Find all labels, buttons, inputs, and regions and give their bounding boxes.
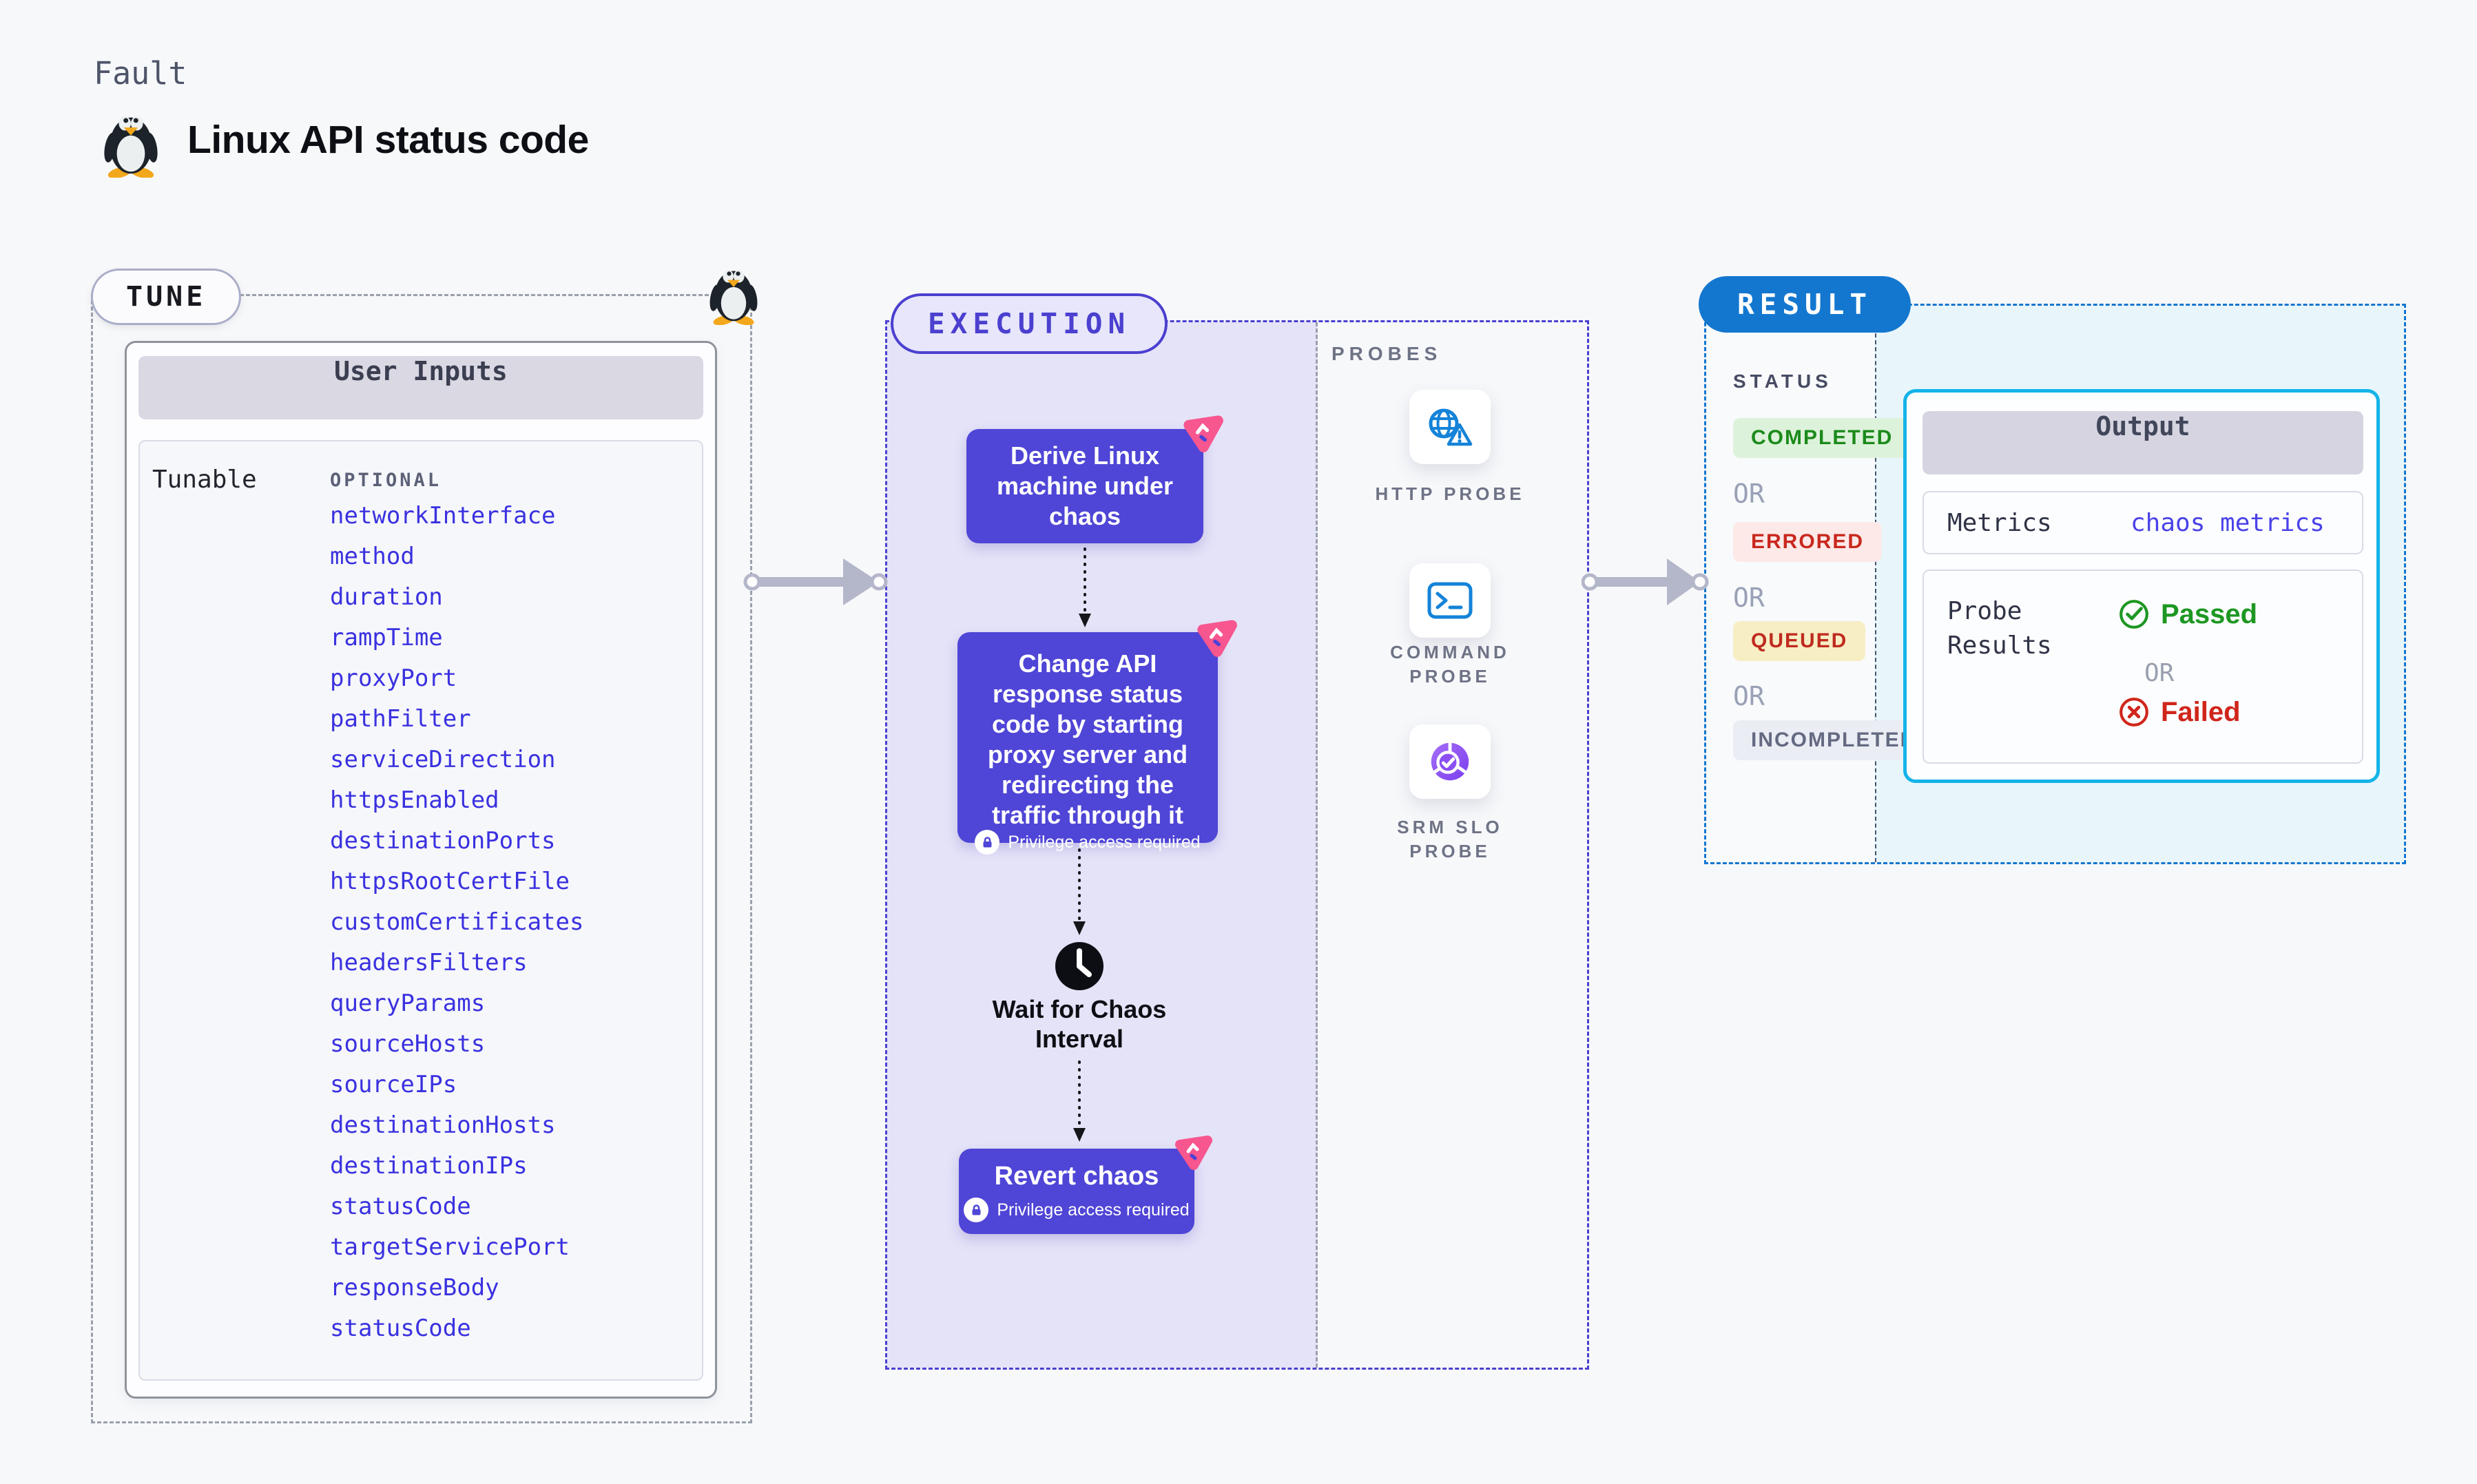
lock-icon [975, 830, 1000, 855]
command-probe-label: COMMAND PROBE [1390, 642, 1510, 687]
srm-slo-probe-card [1409, 724, 1491, 799]
tunable-link[interactable]: customCertificates [330, 908, 584, 936]
tunable-link[interactable]: sourceHosts [330, 1030, 486, 1058]
wait-for-chaos-label: Wait for Chaos Interval [992, 995, 1167, 1054]
step-derive-label: Derive Linux machine under chaos [996, 441, 1174, 530]
status-badge-incompleted: INCOMPLETED [1733, 720, 1935, 760]
privilege-note: Privilege access required [975, 830, 1201, 855]
status-badge-completed: COMPLETED [1733, 418, 1911, 458]
flow-arrow-down [1073, 1060, 1086, 1142]
passed-label: Passed [2161, 598, 2258, 629]
probe-passed-row: Passed [2118, 598, 2257, 630]
tunable-link[interactable]: destinationHosts [330, 1111, 556, 1139]
wait-clock-icon [1055, 942, 1103, 990]
status-badge-queued: QUEUED [1733, 621, 1866, 661]
tux-penguin-icon [104, 116, 158, 178]
flow-arrow-down [1079, 547, 1091, 627]
metrics-row: Metrics chaos metrics [1922, 491, 2363, 554]
or-separator: OR [2144, 659, 2175, 687]
status-column-label: STATUS [1733, 370, 1832, 392]
chaos-logo-icon [1183, 415, 1223, 452]
probe-failed-row: Failed [2118, 696, 2241, 728]
tunable-link[interactable]: duration [330, 583, 443, 611]
execution-to-result-arrow [1582, 558, 1709, 605]
chaos-logo-icon [1197, 620, 1237, 657]
tune-pill: TUNE [91, 269, 242, 325]
tux-penguin-corner-icon [709, 270, 758, 325]
tunable-link[interactable]: destinationIPs [330, 1152, 528, 1180]
step-change-label: Change API response status code by start… [987, 649, 1188, 829]
tunable-link[interactable]: networkInterface [330, 502, 556, 530]
chaos-logo-icon [1175, 1136, 1212, 1170]
tune-section-box [91, 294, 752, 1423]
or-separator: OR [1733, 681, 1765, 711]
privilege-note: Privilege access required [964, 1198, 1190, 1223]
output-header: Output [1922, 411, 2363, 474]
failed-label: Failed [2161, 696, 2241, 727]
or-separator: OR [1733, 583, 1765, 613]
tunable-link[interactable]: serviceDirection [330, 746, 556, 773]
tunable-link[interactable]: destinationPorts [330, 827, 556, 855]
globe-warning-icon [1429, 408, 1473, 446]
fault-kicker: Fault [94, 55, 187, 92]
tunable-link[interactable]: queryParams [330, 990, 486, 1017]
http-probe-label: HTTP PROBE [1375, 483, 1525, 504]
chaos-metrics-link[interactable]: chaos metrics [2131, 508, 2325, 537]
metrics-label: Metrics [1947, 508, 2052, 537]
probe-results-row: Probe Results Passed OR Failed [1922, 569, 2363, 764]
check-circle-icon [2120, 600, 2148, 629]
tunable-link[interactable]: rampTime [330, 624, 443, 651]
slo-pie-check-icon [1431, 741, 1469, 781]
status-badge-errored: ERRORED [1733, 522, 1883, 562]
probe-results-label: Probe Results [1947, 597, 2052, 660]
tunable-link[interactable]: headersFilters [330, 949, 528, 976]
tunable-row-label: Tunable [152, 466, 257, 494]
http-probe-card [1409, 390, 1491, 464]
page-title: Linux API status code [187, 118, 589, 162]
flow-arrow-down [1073, 848, 1086, 935]
terminal-icon [1427, 582, 1473, 619]
tunable-link[interactable]: statusCode [330, 1193, 471, 1220]
result-pill: RESULT [1699, 276, 1911, 333]
step-change-status-code: Change API response status code by start… [957, 632, 1218, 855]
tunable-link[interactable]: targetServicePort [330, 1233, 570, 1261]
privilege-note-text: Privilege access required [1008, 832, 1201, 852]
probes-section-label: PROBES [1331, 343, 1442, 364]
lock-icon [964, 1198, 989, 1223]
tunable-link[interactable]: httpsEnabled [330, 786, 499, 814]
tune-to-execution-arrow [743, 558, 888, 605]
x-circle-icon [2120, 698, 2148, 727]
tunables-table [138, 440, 703, 1381]
step-derive-machine: Derive Linux machine under chaos [966, 429, 1203, 543]
command-probe-card [1409, 563, 1491, 638]
tunable-list: networkInterface method duration rampTim… [330, 502, 583, 1355]
tunable-link[interactable]: statusCode [330, 1315, 471, 1342]
tunable-link[interactable]: pathFilter [330, 705, 471, 733]
user-inputs-header: User Inputs [138, 356, 703, 419]
tunable-link[interactable]: method [330, 543, 415, 570]
or-separator: OR [1733, 479, 1765, 509]
tunable-link[interactable]: httpsRootCertFile [330, 868, 570, 895]
step-revert-chaos: Revert chaos Privilege access required [959, 1149, 1194, 1234]
tunable-link[interactable]: sourceIPs [330, 1071, 457, 1098]
privilege-note-text: Privilege access required [997, 1200, 1190, 1220]
status-column-background [1706, 306, 1875, 862]
tunable-link[interactable]: proxyPort [330, 665, 457, 692]
tunable-link[interactable]: responseBody [330, 1274, 499, 1302]
optional-column-label: OPTIONAL [330, 470, 442, 491]
execution-pill: EXECUTION [891, 293, 1168, 354]
srm-slo-probe-label: SRM SLO PROBE [1397, 817, 1503, 862]
step-revert-label: Revert chaos [994, 1161, 1159, 1191]
